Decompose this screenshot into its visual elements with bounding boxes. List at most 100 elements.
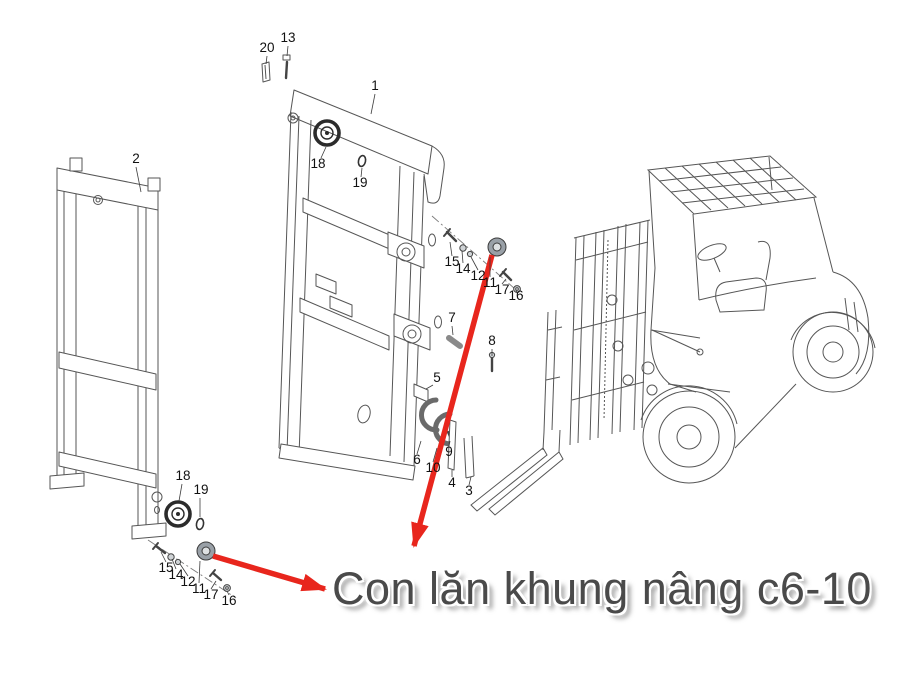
- callout-leader-2: [135, 166, 142, 193]
- top-crossbar: [56, 167, 159, 211]
- part-callout-12: 12: [470, 268, 485, 283]
- part-callout-6: 6: [413, 452, 421, 467]
- front-wheel: [640, 385, 738, 484]
- rear-wheel: [790, 311, 876, 393]
- callout-leader-15: [449, 241, 453, 257]
- assembly-axis-upper: [431, 215, 524, 297]
- seat: [715, 240, 771, 313]
- callout-leader-13: [286, 45, 289, 57]
- upper-roller-cluster: [431, 215, 524, 297]
- callout-leader-16: [226, 590, 230, 596]
- callout-leader-14: [171, 558, 177, 570]
- mast-roller-bearing-bottom: [164, 500, 192, 528]
- fork-blade: [488, 451, 564, 516]
- part-callout-2: 2: [132, 151, 140, 166]
- bolt: [445, 230, 458, 243]
- cylinder-bracket-upper: [387, 231, 425, 269]
- part-callout-16: 16: [508, 288, 523, 303]
- roller-mount-hole: [151, 491, 163, 503]
- left-rail-foot: [49, 472, 85, 490]
- steering-wheel: [697, 243, 727, 273]
- callout-leader-15: [160, 551, 167, 563]
- corner-bolt: [287, 112, 299, 124]
- callout-leader-11: [198, 560, 201, 584]
- callout-leader-18: [320, 146, 327, 159]
- part-callout-8: 8: [488, 333, 496, 348]
- callout-leader-1: [370, 93, 376, 115]
- part-callout-17: 17: [494, 282, 509, 297]
- truck-mast: [569, 219, 704, 446]
- left-mast-frame: [49, 157, 167, 540]
- bolt: [211, 571, 223, 582]
- lower-roller-cluster: [147, 500, 237, 599]
- callout-leader-5: [425, 384, 434, 390]
- mast-roller-bearing-top: [313, 119, 341, 147]
- part-callout-13: 13: [280, 30, 295, 45]
- middle-small-parts: [419, 335, 496, 479]
- callout-leader-10: [432, 447, 438, 463]
- bolt: [501, 270, 513, 282]
- part-callout-9: 9: [445, 444, 453, 459]
- part-callout-19: 19: [352, 175, 367, 190]
- callout-leader-19: [360, 167, 363, 178]
- right-rail-foot: [131, 522, 167, 540]
- callout-leader-17: [210, 580, 217, 590]
- strip-part4: [447, 419, 457, 471]
- frame-top-beam: [289, 89, 433, 175]
- diagram-title: Con lăn khung nâng c6-10: [332, 563, 872, 614]
- callout-leader-6: [416, 440, 422, 455]
- washer: [459, 244, 467, 252]
- top-pin: [93, 195, 103, 205]
- center-mast-frame: [278, 89, 445, 481]
- washer: [174, 558, 182, 566]
- clamp-half-part6: [419, 397, 440, 433]
- part-callout-5: 5: [433, 370, 441, 385]
- top-hook-right: [147, 177, 161, 192]
- part-callout-11: 11: [483, 275, 497, 290]
- part-callout-10: 10: [425, 460, 440, 475]
- part-callout-14: 14: [455, 261, 471, 276]
- callout-leader-18: [178, 483, 183, 502]
- nut: [223, 584, 231, 592]
- part-callout-15: 15: [158, 560, 173, 575]
- callout-leader-14: [461, 250, 464, 264]
- top-hook-left: [69, 157, 83, 172]
- part-callout-14: 14: [168, 567, 184, 582]
- overhead-guard: [646, 155, 834, 301]
- forks: [470, 309, 564, 516]
- fork-blade: [470, 447, 548, 512]
- bolt-13: [284, 60, 289, 80]
- part-callout-1: 1: [371, 78, 379, 93]
- clamp-half-part10: [433, 411, 454, 447]
- lower-crossbar: [58, 451, 157, 489]
- part-callout-12: 12: [180, 574, 195, 589]
- part-callout-7: 7: [448, 310, 456, 325]
- frame-bottom-beam: [278, 443, 416, 481]
- crossmember-lower: [299, 297, 390, 351]
- strip-part3: [463, 435, 475, 479]
- lift-lug: [423, 145, 445, 204]
- washer: [466, 250, 474, 258]
- pin-part7: [446, 335, 463, 349]
- part-callout-17: 17: [203, 587, 218, 602]
- part-callout-16: 16: [221, 593, 236, 608]
- part-callout-4: 4: [448, 475, 456, 490]
- truck-body: [650, 267, 870, 449]
- callout-leader-17: [501, 278, 507, 285]
- crossmember-upper: [302, 197, 393, 251]
- red-arrow-2: [212, 553, 327, 592]
- callout-leader-20: [265, 55, 268, 65]
- middle-crossbar: [58, 351, 157, 391]
- callout-leader-9: [448, 440, 451, 447]
- washer: [167, 553, 175, 561]
- top-fasteners: [261, 54, 291, 83]
- part-callout-20: 20: [259, 40, 274, 55]
- callout-leader-12: [470, 256, 479, 271]
- o-ring-top: [357, 154, 367, 168]
- pointer-arrows: [212, 254, 495, 592]
- part-callout-11: 11: [192, 581, 206, 596]
- callout-leader-16: [515, 289, 518, 294]
